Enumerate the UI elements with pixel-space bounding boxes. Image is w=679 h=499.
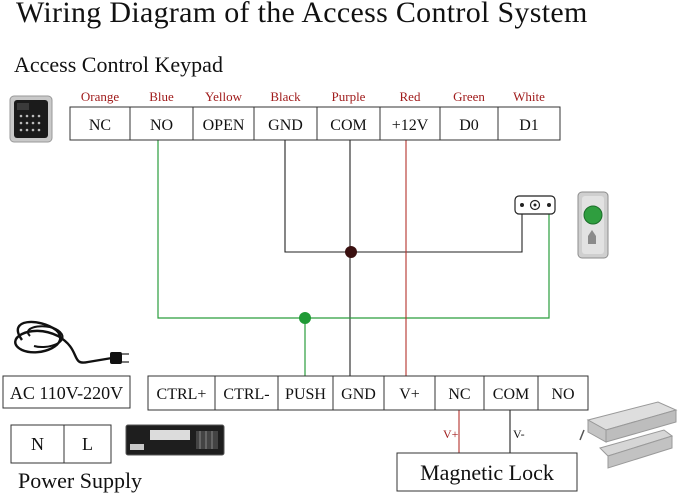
ac-input-label: AC 110V-220V <box>10 383 123 403</box>
keypad-terminal-label: D0 <box>459 117 479 134</box>
wire-color-label: Purple <box>332 89 366 104</box>
lock-v-minus-label: V- <box>513 427 525 441</box>
exit-button-terminal <box>514 195 556 215</box>
power-supply-terminal-label: COM <box>493 386 529 403</box>
push-junction <box>299 312 311 324</box>
power-supply-terminal-label: NC <box>448 386 470 403</box>
power-supply-terminal-label: V+ <box>399 386 420 403</box>
power-supply-terminal-cell <box>332 375 385 411</box>
keypad-device-image <box>9 95 53 143</box>
no-push-wire <box>157 140 550 319</box>
keypad-terminal-label: OPEN <box>203 117 245 134</box>
power-supply-terminal-cell <box>434 375 485 411</box>
power-supply-terminal-cell <box>214 375 279 411</box>
keypad-terminal-cell <box>379 106 441 141</box>
wire-color-label: Yellow <box>205 89 243 104</box>
keypad-terminal-label: GND <box>268 117 303 134</box>
wire-color-label: Blue <box>149 89 174 104</box>
magnetic-lock-image <box>579 401 678 469</box>
wire-color-label: Orange <box>81 89 119 104</box>
gnd-junction <box>345 246 357 258</box>
lock-v-plus-label: V+ <box>443 427 459 441</box>
gnd-wire <box>284 140 523 253</box>
power-supply-terminal-label: CTRL+ <box>157 386 207 403</box>
wire-color-label: Green <box>453 89 485 104</box>
power-supply-terminal-cell <box>537 375 589 411</box>
wire-color-label: White <box>513 89 545 104</box>
power-supply-image <box>125 424 225 456</box>
keypad-terminal-cell <box>497 106 561 141</box>
power-supply-terminal-strip: CTRL+ CTRL- PUSH GND V+ NC COM NO <box>147 375 589 411</box>
power-supply-terminal-label: PUSH <box>285 386 326 403</box>
power-input-terminal-label: L <box>82 434 93 454</box>
page-title: Wiring Diagram of the Access Control Sys… <box>16 0 588 29</box>
keypad-terminal-cell <box>69 106 131 141</box>
keypad-terminal-cell <box>192 106 255 141</box>
wire-color-labels: Orange Blue Yellow Black Purple Red Green White <box>81 89 545 104</box>
keypad-terminal-label: NC <box>89 117 111 134</box>
power-supply-label: Power Supply <box>18 468 143 493</box>
power-supply-terminal-label: NO <box>551 386 574 403</box>
power-cord-image <box>14 320 129 364</box>
wire-color-label: Red <box>400 89 421 104</box>
magnetic-lock-label: Magnetic Lock <box>420 460 554 485</box>
power-supply-terminal-cell <box>383 375 436 411</box>
magnetic-lock-box: Magnetic Lock <box>396 452 578 492</box>
power-supply-terminal-label: CTRL- <box>223 386 269 403</box>
keypad-terminal-cell <box>129 106 194 141</box>
keypad-terminal-strip: NC NO OPEN GND COM +12V D0 D1 <box>69 106 561 141</box>
keypad-heading: Access Control Keypad <box>14 52 223 77</box>
power-supply-terminal-label: GND <box>341 386 376 403</box>
keypad-terminal-label: +12V <box>392 117 429 134</box>
keypad-terminal-label: NO <box>150 117 173 134</box>
keypad-terminal-label: D1 <box>519 117 539 134</box>
wires <box>157 140 550 454</box>
exit-button-image <box>577 191 609 259</box>
wire-color-label: Black <box>270 89 301 104</box>
ac-input-box: AC 110V-220V <box>2 375 131 409</box>
power-input-terminal-label: N <box>31 434 44 454</box>
keypad-terminal-cell <box>253 106 318 141</box>
keypad-terminal-cell <box>316 106 381 141</box>
keypad-terminal-label: COM <box>330 117 366 134</box>
